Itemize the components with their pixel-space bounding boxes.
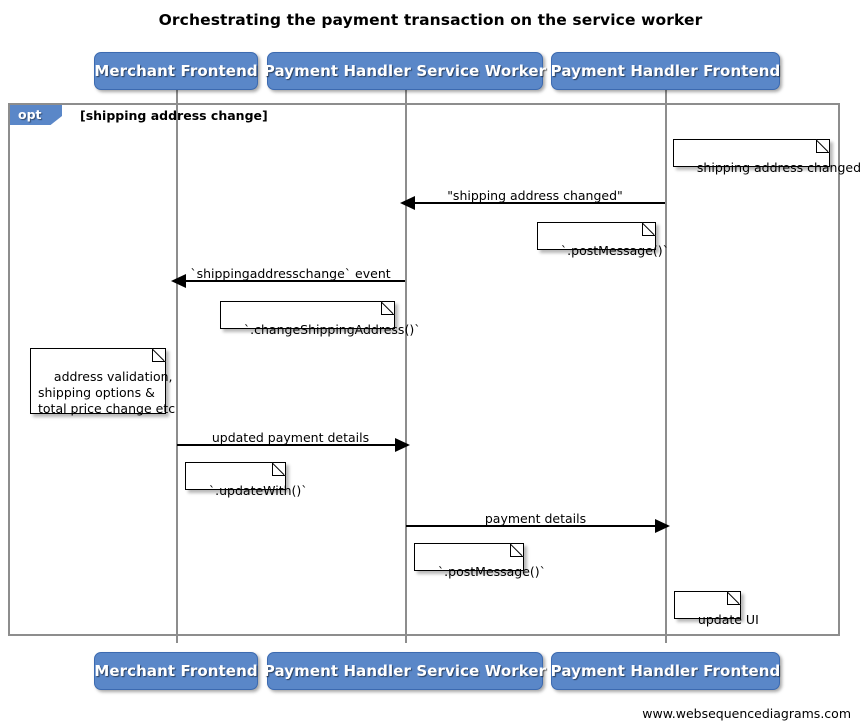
note-fold-line-icon <box>510 543 524 557</box>
message-line-shipping-address-changed <box>414 202 665 204</box>
note-fold-line-icon <box>381 301 395 315</box>
note-address-validation: address validation, shipping options & t… <box>30 348 175 416</box>
note-post-message-1: `.postMessage()` <box>537 222 669 258</box>
note-text: `.postMessage()` <box>437 564 546 579</box>
note-fold-line-icon <box>272 462 286 476</box>
message-line-payment-details <box>406 525 655 527</box>
message-label-shipping-address-changed: "shipping address changed" <box>447 188 623 203</box>
fragment-opt <box>8 103 840 636</box>
arrowhead-left-icon <box>400 196 415 210</box>
note-post-message-2: `.postMessage()` <box>414 543 546 579</box>
participant-label: Merchant Frontend <box>94 662 258 680</box>
note-fold-line-icon <box>727 591 741 605</box>
footer-credit: www.websequencediagrams.com <box>642 706 851 721</box>
note-text: shipping address changed <box>696 160 861 175</box>
message-label-payment-details: payment details <box>484 511 587 526</box>
note-text: update UI <box>697 612 759 627</box>
fragment-opt-guard: [shipping address change] <box>80 108 268 123</box>
page-title: Orchestrating the payment transaction on… <box>158 11 703 29</box>
message-line-updated-payment-details <box>177 444 396 446</box>
note-text: address validation, shipping options & t… <box>38 369 176 416</box>
note-update-ui: update UI <box>674 591 759 627</box>
participant-label: Merchant Frontend <box>94 62 258 80</box>
note-update-with: `.updateWith()` <box>185 462 308 498</box>
arrowhead-right-icon <box>655 519 670 533</box>
participant-payment-handler-frontend-top[interactable]: Payment Handler Frontend <box>551 52 780 90</box>
note-text: `.updateWith()` <box>208 483 308 498</box>
lifeline-merchant-frontend <box>176 88 178 643</box>
note-text: `.postMessage()` <box>560 243 669 258</box>
participant-merchant-frontend-bottom[interactable]: Merchant Frontend <box>94 652 258 690</box>
participant-payment-handler-frontend-bottom[interactable]: Payment Handler Frontend <box>551 652 780 690</box>
note-fold-line-icon <box>816 139 830 153</box>
message-label-shippingaddresschange-event: `shippingaddresschange` event <box>190 266 391 281</box>
fragment-opt-tag: opt <box>10 105 62 125</box>
participant-label: Payment Handler Frontend <box>550 662 781 680</box>
message-label-updated-payment-details: updated payment details <box>211 430 370 445</box>
note-fold-line-icon <box>642 222 656 236</box>
arrowhead-left-icon <box>171 274 186 288</box>
note-shipping-address-changed: shipping address changed <box>673 139 861 175</box>
participant-label: Payment Handler Service Worker <box>263 62 547 80</box>
arrowhead-right-icon <box>395 438 410 452</box>
lifeline-payment-handler-service-worker <box>405 88 407 643</box>
note-text: `.changeShippingAddress()` <box>243 322 421 337</box>
lifeline-payment-handler-frontend <box>665 88 667 643</box>
participant-label: Payment Handler Frontend <box>550 62 781 80</box>
note-change-shipping-address: `.changeShippingAddress()` <box>220 301 420 337</box>
message-line-shippingaddresschange-event <box>185 280 405 282</box>
participant-payment-handler-service-worker-bottom[interactable]: Payment Handler Service Worker <box>263 652 547 690</box>
note-fold-line-icon <box>152 348 166 362</box>
participant-payment-handler-service-worker-top[interactable]: Payment Handler Service Worker <box>263 52 547 90</box>
participant-merchant-frontend-top[interactable]: Merchant Frontend <box>94 52 258 90</box>
participant-label: Payment Handler Service Worker <box>263 662 547 680</box>
